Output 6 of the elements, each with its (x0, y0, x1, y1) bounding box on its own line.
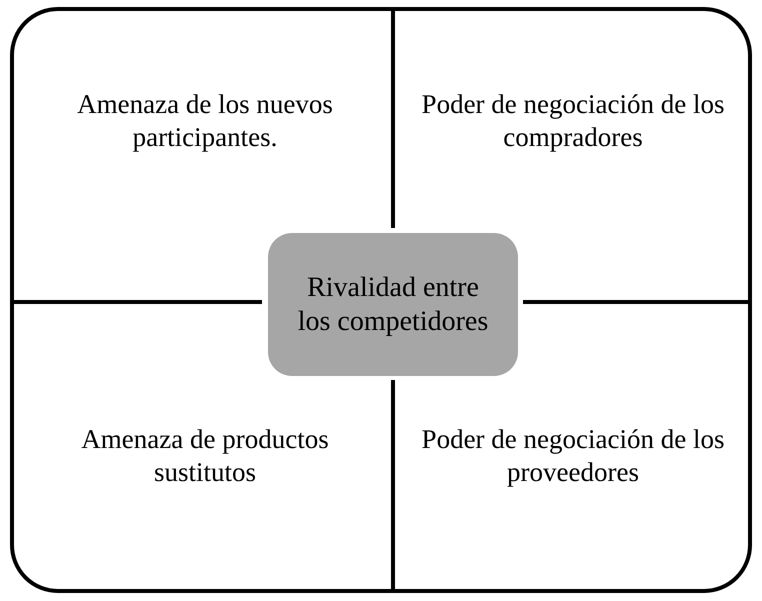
quadrant-label: Poder de negociación de los proveedores (408, 423, 738, 493)
center-label: Rivalidad entre los competidores (296, 270, 490, 338)
center-box (268, 233, 518, 376)
quadrant-label: Amenaza de los nuevos participantes. (40, 88, 370, 158)
quadrant-label: Poder de negociación de los compradores (408, 88, 738, 158)
quadrant-label: Amenaza de productos sustitutos (40, 423, 370, 493)
